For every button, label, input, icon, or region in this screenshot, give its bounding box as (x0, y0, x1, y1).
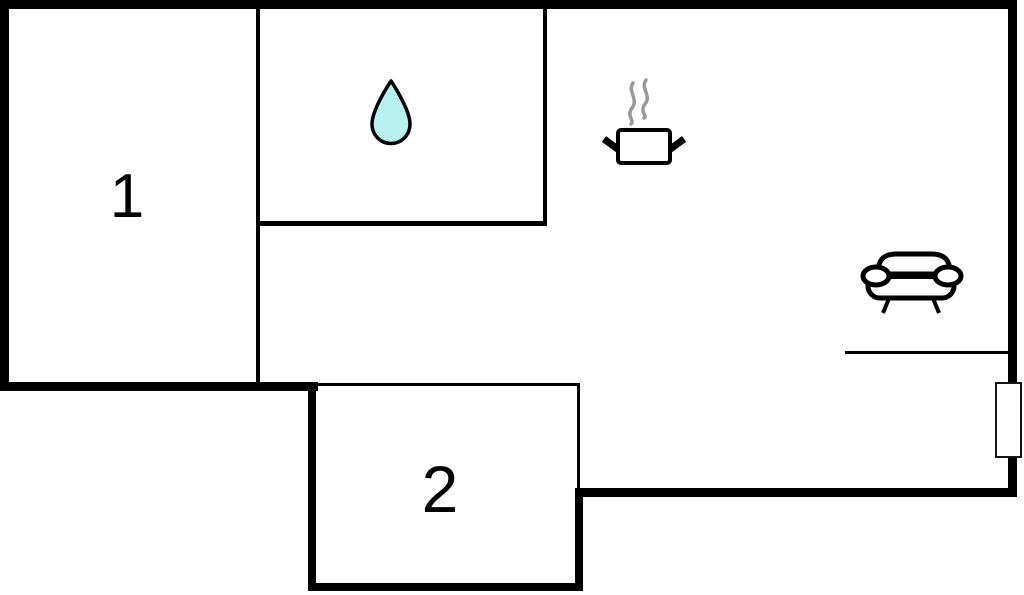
wall-room2-bottom (308, 583, 583, 591)
sofa-icon (860, 251, 964, 314)
wall-room2-right-partition (577, 383, 580, 491)
wall-room2-top-partition (316, 383, 578, 386)
wall-room2-left (308, 382, 316, 591)
wall-main-bottom (577, 488, 1017, 497)
water-drop-shape (370, 79, 412, 146)
room1-label: 1 (109, 162, 145, 231)
wall-bathroom-bottom-partition (256, 221, 547, 226)
wall-room1-right-partition (256, 0, 260, 384)
steam-icon (628, 81, 636, 126)
sofa-armrest-right (932, 264, 964, 288)
steam-icon (641, 78, 649, 120)
wall-top (0, 0, 1017, 9)
wall-left (0, 0, 9, 391)
water-drop-icon (370, 79, 412, 146)
wall-room1-bottom (0, 382, 318, 391)
room2-label: 2 (421, 452, 459, 526)
wall-right (1008, 0, 1017, 497)
sofa-armrest-left (860, 264, 892, 288)
wall-bathroom-right-partition (543, 0, 547, 224)
wall-room2-right (575, 488, 583, 591)
pot-body (616, 128, 672, 165)
wall-interior-partial (845, 351, 1008, 354)
cooking-pot-icon (601, 78, 687, 165)
window-icon (995, 382, 1022, 458)
